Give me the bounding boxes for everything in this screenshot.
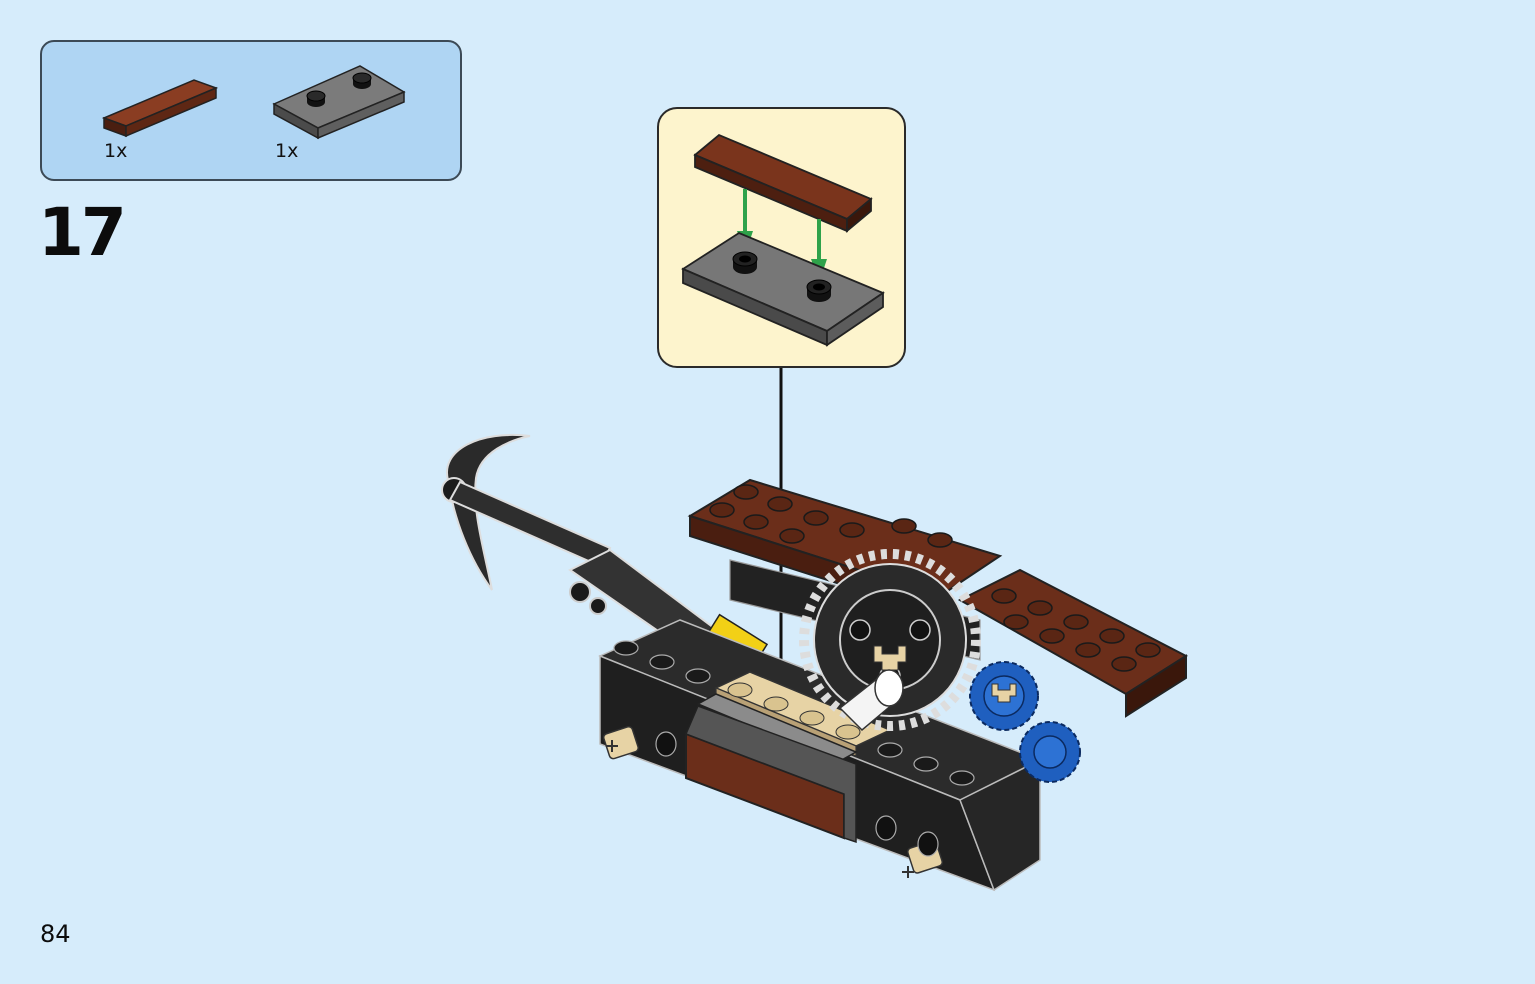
tan-axle-pin-left [602, 725, 639, 760]
callout-brown-tile [693, 133, 873, 233]
black-frame-studs [613, 640, 975, 786]
brown-tile-part-icon [102, 76, 218, 138]
front-brown-tile [685, 693, 858, 844]
main-model-assembly [420, 360, 1200, 925]
grey-plate-part-icon [272, 62, 406, 142]
step-number: 17 [38, 194, 127, 271]
brown-plate-studs [709, 484, 1161, 672]
grapple-hook [441, 434, 769, 663]
frame-pin-holes [655, 731, 939, 857]
callout-grey-plate [681, 231, 885, 347]
white-axle [838, 669, 904, 732]
part-quantity-grey-plate: 1x [275, 140, 299, 162]
blue-gear-lower [1019, 721, 1081, 783]
blue-gear-upper [969, 661, 1039, 731]
parts-list-box: 1x 1x [40, 40, 462, 181]
sub-assembly-callout [657, 107, 906, 368]
part-quantity-brown-tile: 1x [104, 140, 128, 162]
page-number: 84 [40, 920, 71, 948]
